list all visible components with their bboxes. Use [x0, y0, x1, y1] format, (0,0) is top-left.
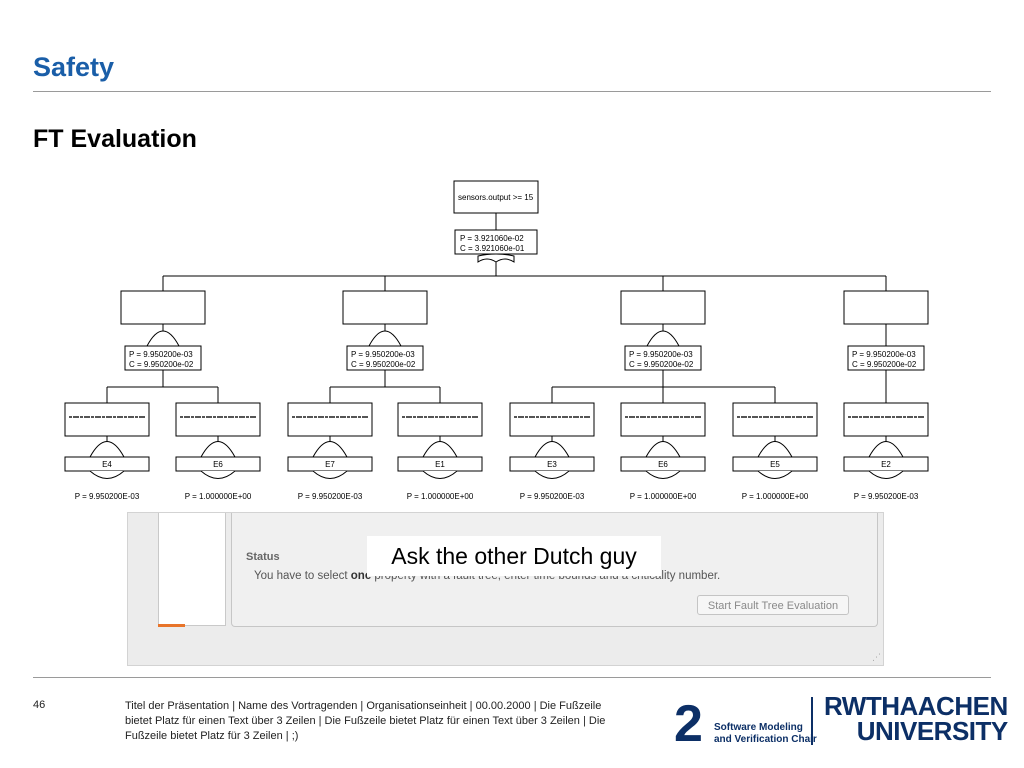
basic-event-id: E2 — [881, 460, 891, 469]
rwth-logo: RWTHAACHEN UNIVERSITY — [824, 691, 1009, 746]
svg-text:2: 2 — [674, 697, 703, 745]
start-fault-tree-evaluation-button[interactable]: Start Fault Tree Evaluation — [697, 595, 849, 615]
basic-event-probability: P = 9.950200E-03 — [75, 492, 140, 501]
basic-event-circle-icon — [200, 441, 236, 458]
basic-event-circle-icon — [534, 441, 570, 458]
intermediate-probability: P = 9.950200e-03 — [629, 350, 693, 359]
basic-event-probability: P = 9.950200E-03 — [298, 492, 363, 501]
intermediate-criticality: C = 9.950200e-02 — [852, 360, 917, 369]
basic-event[interactable]: E1 P = 1.000000E+00 — [397, 387, 483, 501]
status-message-prefix: You have to select — [254, 570, 351, 582]
top-event-label: sensors.output >= 15 — [458, 193, 534, 202]
top-event[interactable]: sensors.output >= 15 P = 3.921060e-02 C … — [453, 180, 539, 263]
status-label: Status — [246, 551, 280, 563]
intermediate-probability: P = 9.950200e-03 — [351, 350, 415, 359]
intermediate-probability: P = 9.950200e-03 — [129, 350, 193, 359]
basic-event-id: E3 — [547, 460, 557, 469]
basic-event-probability: P = 1.000000E+00 — [185, 492, 252, 501]
slide-title: Safety — [33, 52, 115, 82]
basic-event-base-icon — [89, 470, 125, 479]
rwth-logo-line-2: UNIVERSITY — [856, 716, 1009, 746]
or-gate-icon — [477, 253, 515, 263]
selection-indicator — [158, 624, 185, 627]
intermediate-criticality: C = 9.950200e-02 — [351, 360, 416, 369]
basic-event-base-icon — [645, 470, 681, 479]
intermediate-event[interactable]: P = 9.950200e-03C = 9.950200e-02 — [843, 276, 929, 387]
chair-logo-line-1: Software Modeling — [714, 722, 803, 733]
and-gate-icon — [646, 330, 680, 347]
basic-event[interactable]: E4 P = 9.950200E-03 — [64, 387, 150, 501]
basic-event-base-icon — [422, 470, 458, 479]
and-gate-icon — [146, 330, 180, 347]
basic-event-base-icon — [868, 470, 904, 479]
basic-event-id: E6 — [213, 460, 223, 469]
chair-logo-line-2: and Verification Chair — [714, 734, 817, 745]
basic-event-probability: P = 9.950200E-03 — [520, 492, 585, 501]
basic-event[interactable]: E3 P = 9.950200E-03 — [509, 387, 595, 501]
logo-separator — [811, 697, 813, 745]
basic-event[interactable]: E2 P = 9.950200E-03 — [843, 387, 929, 501]
chair-logo-text: Software Modeling and Verification Chair — [714, 722, 817, 746]
basic-event-id: E4 — [102, 460, 112, 469]
annotation-callout: Ask the other Dutch guy — [367, 536, 661, 576]
basic-event[interactable]: E7 P = 9.950200E-03 — [287, 387, 373, 501]
page-number: 46 — [33, 699, 46, 711]
footer-text: Titel der Präsentation | Name des Vortra… — [125, 700, 606, 742]
intermediate-criticality: C = 9.950200e-02 — [629, 360, 694, 369]
basic-event-base-icon — [312, 470, 348, 479]
property-list-pane[interactable] — [158, 513, 226, 626]
basic-event[interactable]: E6 P = 1.000000E+00 — [620, 387, 706, 501]
basic-event-id: E6 — [658, 460, 668, 469]
basic-event-probability: P = 1.000000E+00 — [742, 492, 809, 501]
resize-grip-icon[interactable]: ⋰ — [872, 652, 881, 662]
status-message-bold: one — [350, 570, 372, 582]
basic-event-probability: P = 1.000000E+00 — [407, 492, 474, 501]
basic-event-probability: P = 1.000000E+00 — [630, 492, 697, 501]
basic-event-base-icon — [200, 470, 236, 479]
basic-event-id: E1 — [435, 460, 445, 469]
intermediate-event[interactable]: P = 9.950200e-03C = 9.950200e-02 — [552, 276, 775, 388]
footer-divider — [33, 677, 991, 678]
and-gate-icon — [368, 330, 402, 347]
intermediate-event[interactable]: P = 9.950200e-03C = 9.950200e-02 — [107, 276, 218, 388]
top-event-criticality: C = 3.921060e-01 — [460, 244, 525, 253]
intermediate-event[interactable]: P = 9.950200e-03C = 9.950200e-02 — [330, 276, 440, 388]
rwth-logo-line-1: RWTHAACHEN — [824, 691, 1008, 721]
chair-logo-icon: 2 — [674, 697, 707, 745]
basic-event-id: E5 — [770, 460, 780, 469]
intermediate-probability: P = 9.950200e-03 — [852, 350, 916, 359]
basic-event-circle-icon — [89, 441, 125, 458]
basic-event-base-icon — [534, 470, 570, 479]
title-divider — [33, 91, 991, 92]
basic-event-circle-icon — [868, 441, 904, 458]
top-event-probability: P = 3.921060e-02 — [460, 234, 524, 243]
slide-heading: FT Evaluation — [33, 125, 197, 153]
basic-event-circle-icon — [757, 441, 793, 458]
basic-event-id: E7 — [325, 460, 335, 469]
fault-tree-diagram: sensors.output >= 15 P = 3.921060e-02 C … — [64, 180, 929, 501]
basic-event-circle-icon — [645, 441, 681, 458]
basic-event-probability: P = 9.950200E-03 — [854, 492, 919, 501]
basic-event-circle-icon — [422, 441, 458, 458]
basic-event-circle-icon — [312, 441, 348, 458]
basic-event[interactable]: E6 P = 1.000000E+00 — [175, 387, 261, 501]
basic-event[interactable]: E5 P = 1.000000E+00 — [732, 387, 818, 501]
intermediate-criticality: C = 9.950200e-02 — [129, 360, 194, 369]
basic-event-base-icon — [757, 470, 793, 479]
